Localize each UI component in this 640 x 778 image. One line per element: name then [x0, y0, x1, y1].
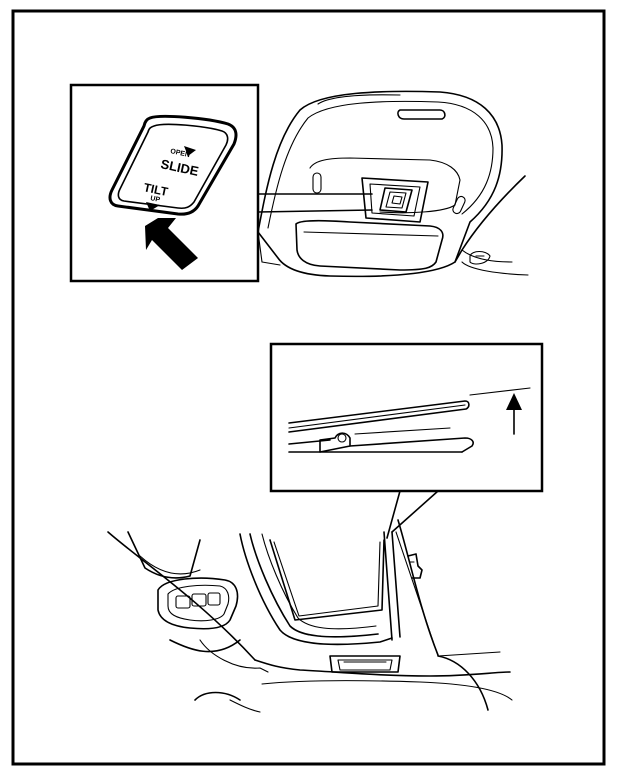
overhead-console — [258, 91, 528, 276]
roof-interior — [108, 520, 512, 712]
tilt-detail-inset — [271, 344, 542, 538]
switch-inset: OPEN SLIDE TILT UP — [71, 85, 258, 281]
